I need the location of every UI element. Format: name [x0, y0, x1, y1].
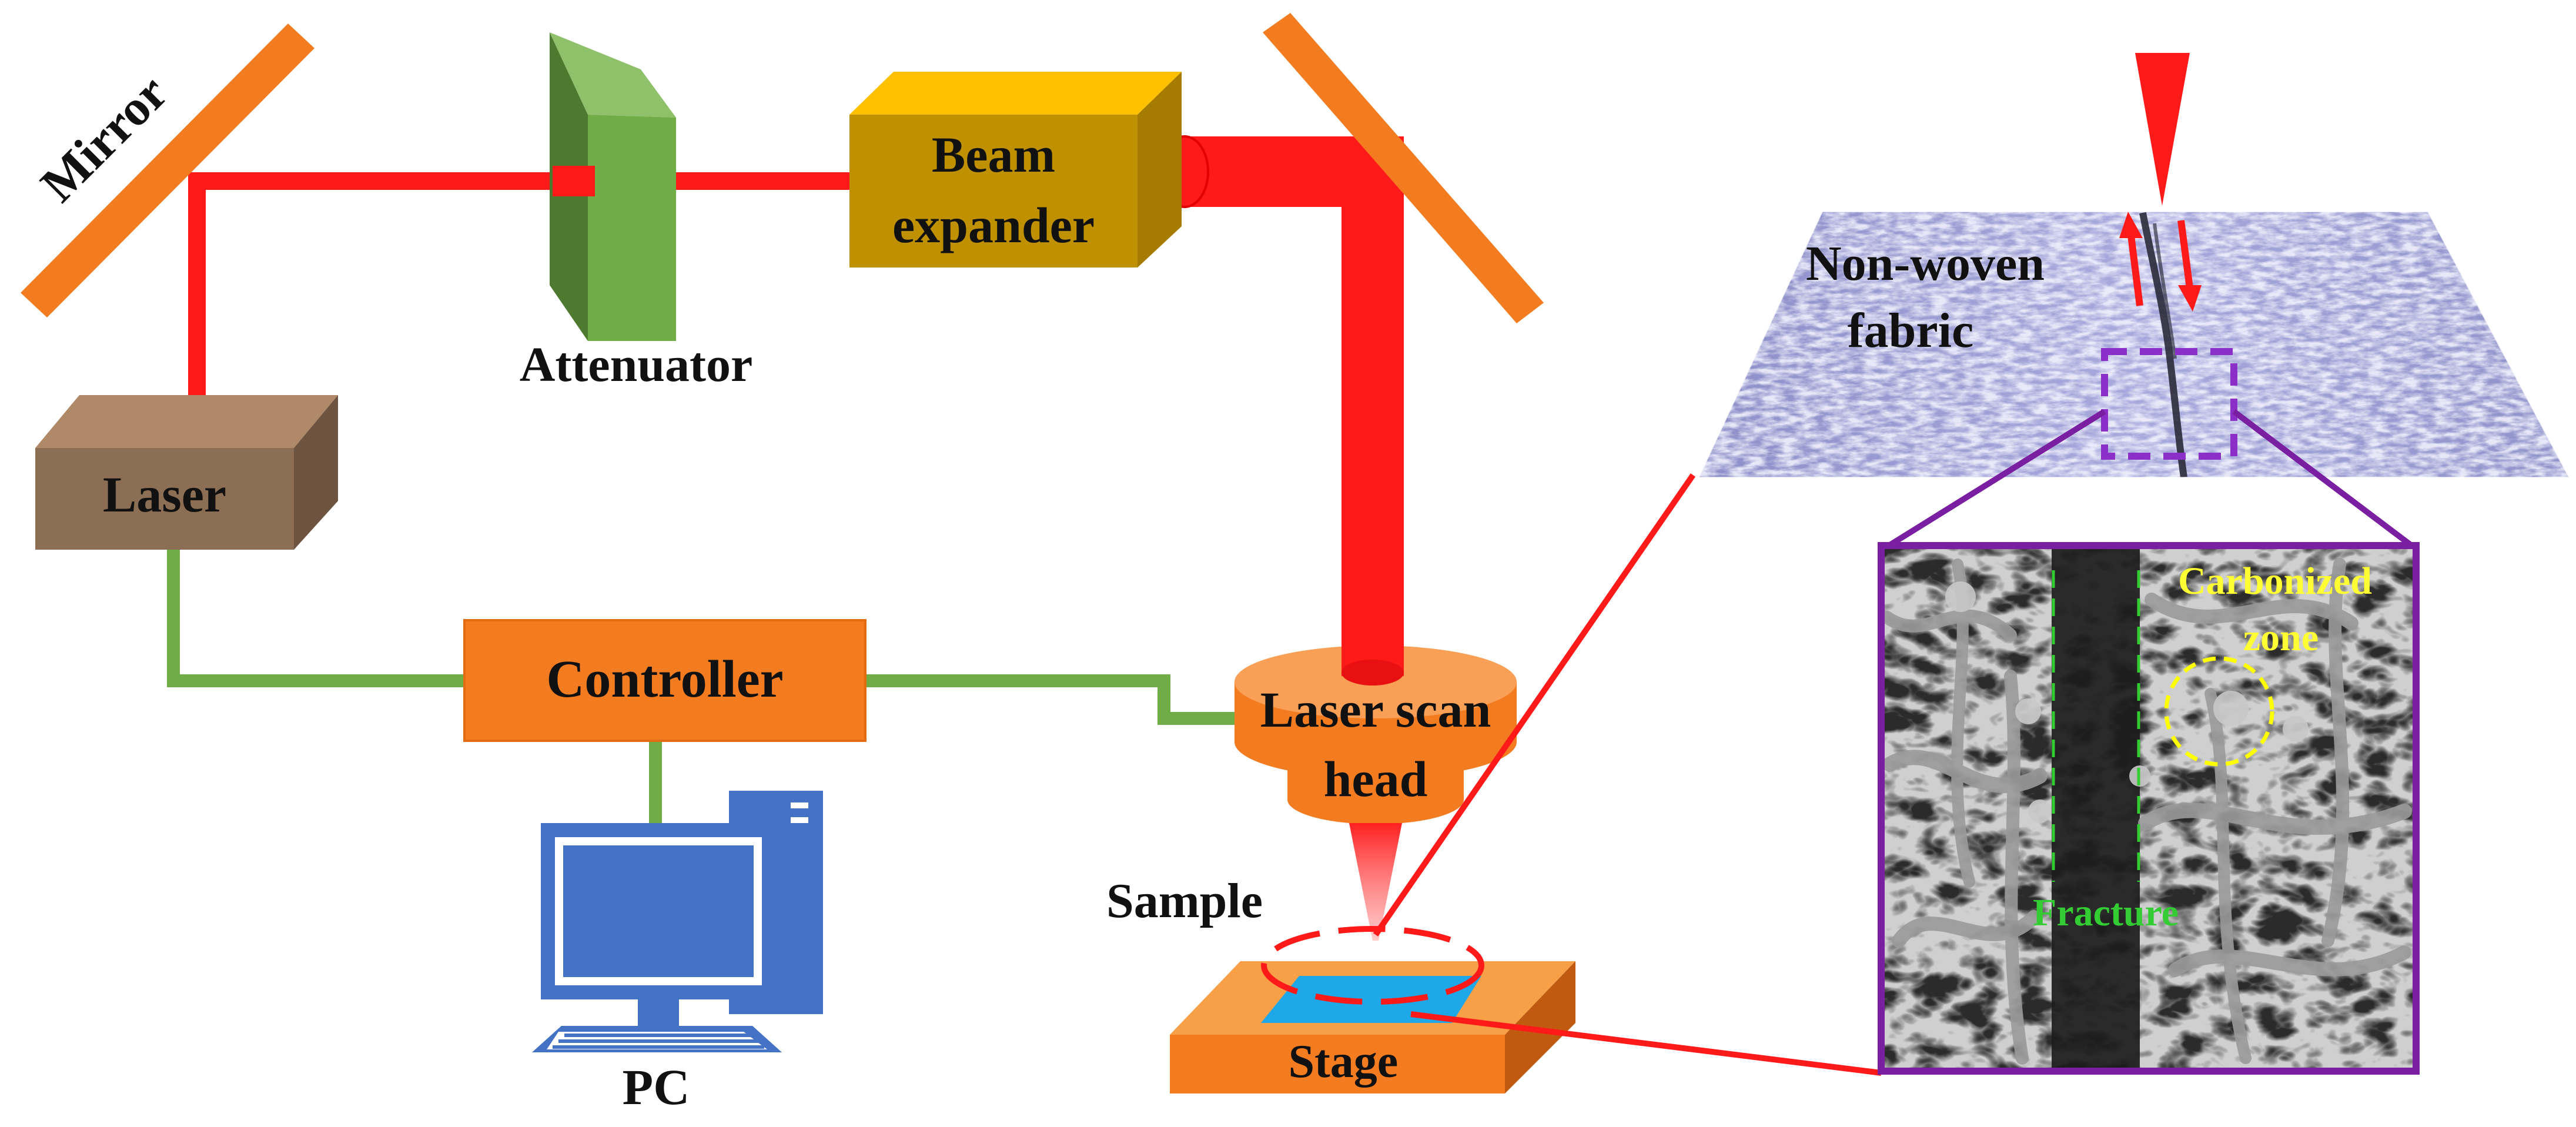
signal-wires — [167, 550, 1246, 823]
laser-scan-head-label-line2: head — [1324, 751, 1428, 807]
scan-direction-arrows — [2119, 212, 2202, 312]
pc-label: PC — [623, 1059, 690, 1115]
laser-label: Laser — [103, 466, 226, 523]
non-woven-label-line1: Non-woven — [1806, 236, 2045, 291]
stage-label: Stage — [1289, 1036, 1399, 1088]
wire-laser-to-controller — [167, 550, 470, 687]
fracture-label: Fracture — [2033, 891, 2179, 934]
mirror-right — [1263, 13, 1544, 323]
controller-box — [463, 619, 867, 742]
wire-controller-to-scanhead — [864, 674, 1246, 725]
laser-source — [35, 395, 338, 550]
controller-label: Controller — [546, 650, 783, 708]
beam-expanded-vertical — [1341, 136, 1404, 673]
sample-label: Sample — [1106, 874, 1263, 928]
beam-expander-label-line2: expander — [892, 197, 1095, 253]
non-woven-fabric-image — [1698, 211, 2570, 478]
beam-expander — [849, 72, 1182, 267]
laser-scan-head-label-line1: Laser scan — [1260, 681, 1491, 738]
callout-line-to-sem — [1410, 1011, 1882, 1076]
carbonized-zone-circle — [2164, 656, 2274, 767]
zoom-line-left — [1885, 409, 2106, 550]
zoom-line-right — [2232, 409, 2416, 549]
focused-beam-cone — [1349, 823, 1402, 941]
pc-monitor-icon — [541, 823, 776, 1029]
callout-line-to-fabric — [1373, 473, 1696, 937]
beam-expander-label-line1: Beam — [932, 126, 1055, 183]
pc — [532, 791, 823, 1052]
fabric-zoom-box — [2101, 348, 2237, 460]
sample-focus-ellipse — [1261, 926, 1484, 1005]
mirror-left — [21, 24, 315, 317]
sample — [1261, 976, 1481, 1023]
laser-scan-head — [1235, 611, 1517, 824]
sem-micrograph — [1878, 542, 2420, 1075]
attenuator — [550, 32, 676, 341]
attenuator-label: Attenuator — [520, 337, 753, 392]
laser-pointer-triangle-icon — [2135, 53, 2190, 206]
carbonized-label-line1: Carbonized — [2178, 560, 2372, 603]
non-woven-label-line2: fabric — [1848, 303, 1974, 358]
laser-beam-path — [188, 135, 1404, 687]
carbonized-label-line2: zone — [2243, 616, 2319, 659]
pc-keyboard-icon — [532, 1026, 782, 1052]
